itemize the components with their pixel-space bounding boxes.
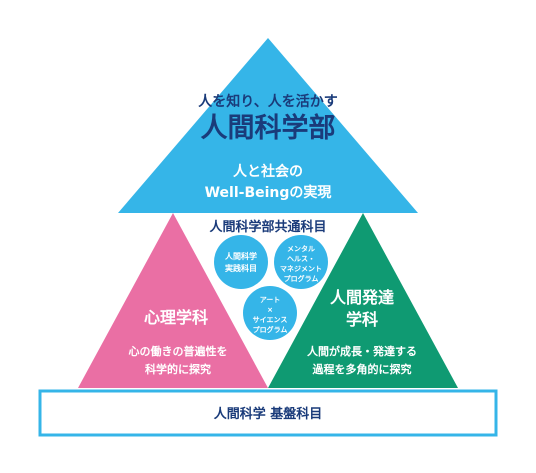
circle-mental-label-2: ヘルス・ bbox=[287, 255, 315, 263]
development-description-1: 人間が成長・発達する bbox=[307, 344, 417, 358]
psychology-description-1: 心の働きの普遍性を bbox=[129, 344, 228, 358]
development-department-name-1: 人間発達 bbox=[330, 288, 394, 307]
mission-line-1: 人と社会の bbox=[233, 163, 303, 180]
circle-art bbox=[243, 286, 297, 340]
development-triangle bbox=[268, 213, 458, 388]
psychology-department-name: 心理学科 bbox=[144, 308, 208, 327]
foundation-band bbox=[38, 389, 498, 437]
circle-practice bbox=[214, 235, 268, 289]
psychology-triangle bbox=[78, 213, 268, 388]
circle-mental bbox=[274, 235, 328, 289]
common-subjects-label: 人間科学部共通科目 bbox=[209, 219, 326, 235]
development-department-name-2: 学科 bbox=[346, 310, 378, 329]
circle-art-label-3: サイエンス bbox=[253, 316, 288, 324]
mission-line-2: Well-Beingの実現 bbox=[205, 184, 332, 201]
circle-art-label-2: × bbox=[267, 306, 273, 314]
psychology-description-2: 科学的に探究 bbox=[145, 362, 211, 376]
circle-art-label-1: アート bbox=[260, 296, 281, 304]
circle-mental-label-4: プログラム bbox=[284, 274, 319, 283]
circle-mental-label-1: メンタル bbox=[287, 244, 315, 253]
circle-art-label-4: プログラム bbox=[253, 325, 288, 334]
top-triangle bbox=[118, 38, 418, 213]
foundation-label: 人間科学 基盤科目 bbox=[214, 406, 323, 422]
tagline: 人を知り、人を活かす bbox=[198, 93, 337, 110]
development-description-2: 過程を多角的に探究 bbox=[312, 362, 412, 376]
circle-mental-label-3: マネジメント bbox=[280, 265, 322, 273]
circle-practice-label-2: 実践科目 bbox=[225, 263, 257, 273]
circle-practice-label-1: 人間科学 bbox=[225, 251, 257, 261]
faculty-title: 人間科学部 bbox=[201, 112, 336, 144]
